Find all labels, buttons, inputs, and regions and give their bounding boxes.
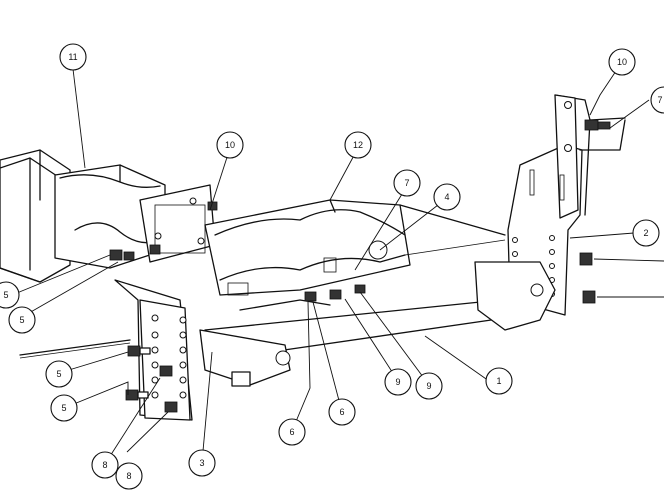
svg-text:9: 9 [426,381,431,391]
bolt-left-bracket [149,244,161,255]
svg-text:7: 7 [404,178,409,188]
callout-1: 1 [485,367,513,395]
callout-3: 3 [188,449,216,477]
svg-text:5: 5 [19,315,24,325]
svg-text:6: 6 [289,427,294,437]
bolt-6 [304,291,317,302]
svg-text:1: 1 [496,376,501,386]
bolt-upper-right [584,119,611,131]
callout-7-right: 7 [650,86,664,114]
leader-lines [11,61,664,465]
svg-text:5: 5 [61,403,66,413]
bolt-8-lower [164,401,178,413]
callout-2: 2 [632,219,660,247]
svg-text:8: 8 [126,471,131,481]
svg-text:7: 7 [657,95,662,105]
callout-8-b: 8 [115,462,143,490]
svg-text:5: 5 [3,290,8,300]
callout-10-left: 10 [216,131,244,159]
left-frame-rail [0,149,166,283]
callouts: 11 10 10 12 7 4 2 7 5 5 5 5 9 9 1 6 6 3 … [0,43,664,490]
callout-8-a: 8 [91,451,119,479]
callout-5-c: 5 [45,360,73,388]
svg-text:10: 10 [617,57,627,67]
svg-text:12: 12 [353,140,363,150]
bolt-8-upper [159,365,173,377]
bolt-5-lower [125,389,149,401]
nut-9b [354,284,366,294]
svg-text:11: 11 [68,52,77,62]
callout-5-a: 5 [0,281,20,309]
callout-10-right: 10 [608,48,636,76]
nut-9a [329,289,342,300]
callout-4: 4 [433,183,461,211]
nut-right-b [582,290,596,304]
fasteners [109,119,611,413]
nut-right-a [579,252,593,266]
bolt-5-upper [127,345,151,357]
callout-9-a: 9 [384,368,412,396]
callout-12: 12 [344,131,372,159]
callout-7: 7 [393,169,421,197]
callout-9-b: 9 [415,372,443,400]
svg-text:5: 5 [56,369,61,379]
svg-text:6: 6 [339,407,344,417]
callout-11: 11 [59,43,87,71]
center-crossmember [204,199,506,296]
svg-text:2: 2 [643,228,648,238]
callout-6-b: 6 [328,398,356,426]
svg-text:8: 8 [102,460,107,470]
main-cross-tube [199,261,556,387]
svg-text:9: 9 [395,377,400,387]
svg-text:3: 3 [199,458,204,468]
svg-text:10: 10 [225,140,235,150]
callout-6-a: 6 [278,418,306,446]
callout-5-d: 5 [50,394,78,422]
callout-5-b: 5 [8,306,36,334]
svg-text:4: 4 [444,192,449,202]
